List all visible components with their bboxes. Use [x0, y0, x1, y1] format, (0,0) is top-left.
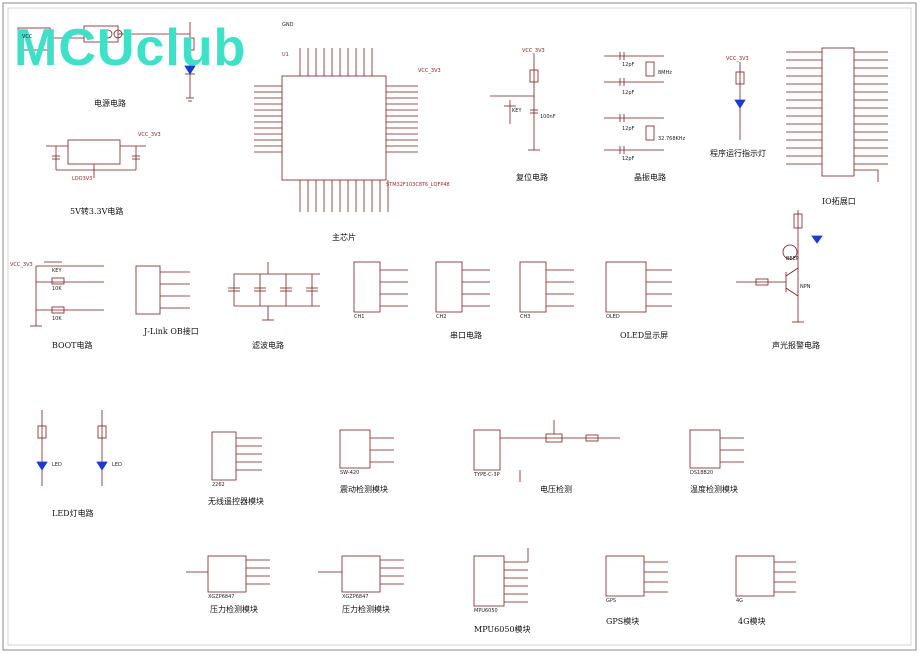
led-d2-label: LED: [112, 462, 122, 468]
voltage-typec-label: TYPE-C-3P: [474, 472, 500, 478]
gps-module: [605, 555, 668, 597]
uart-circuit: [353, 261, 574, 313]
oled-part-label: OLED: [606, 314, 620, 320]
remote-part-label: 2262: [212, 482, 225, 488]
mcu-ref: U1: [282, 52, 289, 58]
pressure2-part-label: XGZP6847: [342, 594, 369, 600]
reset-cap-value: 100nF: [540, 114, 556, 120]
remote-module: [211, 431, 262, 481]
caption-oled: OLED显示屏: [620, 331, 669, 340]
caption-power: 电源电路: [94, 99, 126, 108]
caption-ldo: 5V转3.3V电路: [70, 207, 124, 216]
boot-key-label: KEY: [52, 268, 62, 274]
uart-ch3-label: CH3: [520, 314, 531, 320]
sheet-border: [2, 2, 917, 651]
pressure-module-2: [318, 555, 404, 593]
ldo-circuit: [46, 139, 146, 178]
oled-connector: [605, 261, 672, 313]
alarm-npn-label: NPN: [800, 284, 811, 290]
boot-r1-value: 10K: [52, 286, 62, 292]
mcu-part-name: STM32F103C8T6_LQFP48: [386, 182, 450, 188]
boot-circuit: [30, 261, 104, 327]
caption-filter: 滤波电路: [252, 341, 284, 350]
io-header: [786, 47, 888, 182]
runled-vcc33-net: VCC_3V3: [726, 56, 749, 62]
caption-pressure-2: 压力检测模块: [342, 605, 390, 614]
filter-circuit: [228, 262, 320, 321]
mcuclub-logo: MCUclub: [14, 19, 247, 77]
jlink-connector: [135, 265, 190, 315]
uart-ch1-label: CH1: [354, 314, 365, 320]
caption-vibration: 震动检测模块: [340, 485, 388, 494]
boot-r2-value: 10K: [52, 316, 62, 322]
reset-key-label: KEY: [512, 108, 522, 114]
pressure-module-1: [186, 555, 270, 593]
temperature-part-label: DS18B20: [690, 470, 714, 476]
caption-voltage: 电压检测: [540, 485, 572, 494]
caption-mpu: MPU6050模块: [474, 625, 531, 634]
power-circuit: [17, 22, 196, 102]
g4-part-label: 4G: [736, 598, 744, 604]
caption-crystal: 晶振电路: [634, 173, 666, 182]
ldo-vcc33-net: VCC_3V3: [138, 132, 161, 138]
crystal-8m-value: 8MHz: [658, 70, 672, 76]
crystal-circuit: [604, 52, 664, 154]
caption-led: LED灯电路: [52, 509, 94, 518]
led-circuit: [36, 410, 108, 486]
voltage-circuit: [473, 420, 620, 482]
caption-boot: BOOT电路: [52, 341, 93, 350]
vibration-part-label: SW-420: [340, 470, 360, 476]
pressure1-part-label: XGZP6847: [208, 594, 235, 600]
led-d1-label: LED: [52, 462, 62, 468]
run-led-circuit: [734, 62, 746, 140]
caption-remote: 无线遥控器模块: [208, 497, 264, 506]
crystal-32k-value: 32.768KHz: [658, 136, 686, 142]
crystal-c4-value: 12pF: [622, 156, 635, 162]
caption-jlink: J-Link OB接口: [144, 327, 199, 336]
caption-reset: 复位电路: [516, 173, 548, 182]
mcu-vcc33-net: VCC_3V3: [418, 68, 441, 74]
crystal-c2-value: 12pF: [622, 90, 635, 96]
caption-temperature: 温度检测模块: [690, 485, 738, 494]
alarm-beep-label: BEEP: [786, 256, 799, 262]
boot-vcc33-net: VCC_3V3: [10, 262, 33, 268]
caption-io: IO拓展口: [822, 197, 856, 206]
caption-uart: 串口电路: [450, 331, 482, 340]
caption-mcu: 主芯片: [332, 233, 356, 242]
caption-4g: 4G模块: [738, 617, 766, 626]
mcu-gnd-label: GND: [282, 22, 294, 28]
power-vcc-label: VCC: [22, 34, 33, 40]
reset-vcc33-net: VCC_3V3: [522, 48, 545, 54]
g4-module: [735, 555, 796, 597]
mpu-part-label: MPU6050: [474, 608, 498, 614]
caption-run-led: 程序运行指示灯: [710, 149, 766, 158]
alarm-circuit: [736, 210, 823, 323]
reset-circuit: [490, 54, 540, 151]
gps-part-label: GPS: [606, 598, 617, 604]
uart-ch2-label: CH2: [436, 314, 447, 320]
mpu-module: [473, 548, 529, 607]
mcu-chip: [254, 48, 418, 212]
crystal-c1-value: 12pF: [622, 62, 635, 68]
sheet-inner-border: [7, 7, 912, 646]
crystal-c3-value: 12pF: [622, 126, 635, 132]
temperature-module: [689, 429, 744, 469]
vibration-module: [339, 429, 394, 469]
caption-pressure-1: 压力检测模块: [210, 605, 258, 614]
caption-gps: GPS模块: [606, 617, 640, 626]
ldo-ref: LDO3V3: [72, 176, 93, 182]
caption-alarm: 声光报警电路: [772, 341, 820, 350]
